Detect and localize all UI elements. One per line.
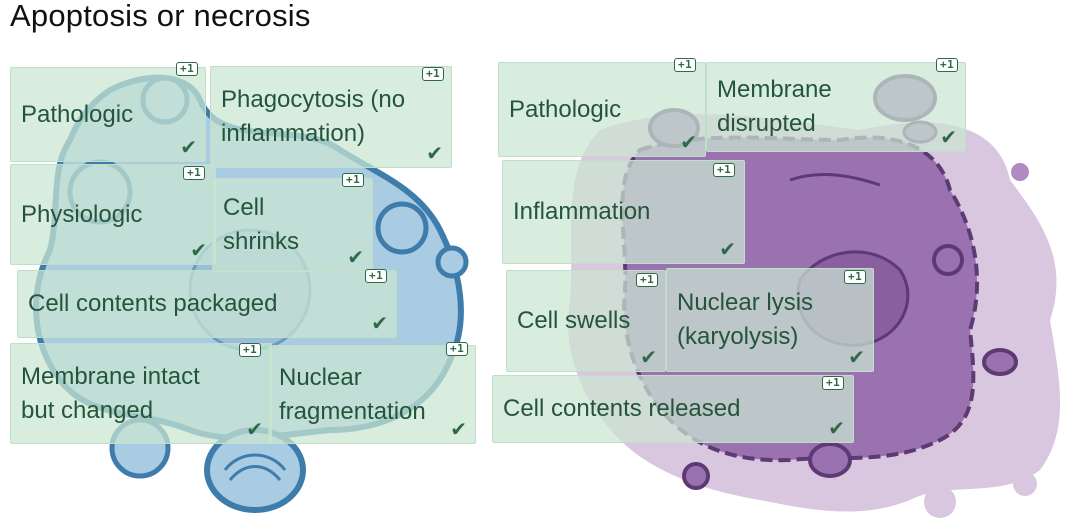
- points-badge: +1: [239, 343, 262, 357]
- label-text: Inflammation: [513, 198, 651, 225]
- check-icon: ✔: [640, 347, 657, 369]
- label-physiologic[interactable]: Physiologic ✔: [10, 164, 216, 265]
- label-text: Cell swells: [517, 307, 631, 334]
- label-pathologic-necrosis[interactable]: Pathologic ✔: [498, 62, 706, 157]
- check-icon: ✔: [940, 127, 957, 149]
- points-badge: +1: [422, 67, 445, 81]
- check-icon: ✔: [426, 143, 443, 165]
- points-badge: +1: [183, 166, 206, 180]
- label-phagocytosis[interactable]: Phagocytosis (no inflammation) ✔: [210, 66, 452, 168]
- check-icon: ✔: [680, 132, 697, 154]
- label-text: Cell contents packaged: [28, 290, 278, 317]
- label-text: Cell contents released: [503, 395, 741, 422]
- label-text: Membrane intact but changed: [21, 362, 200, 424]
- label-cell-shrinks[interactable]: Cell shrinks ✔: [212, 178, 373, 272]
- points-badge: +1: [844, 270, 867, 284]
- points-badge: +1: [822, 376, 845, 390]
- label-text: Nuclear lysis (karyolysis): [677, 289, 814, 350]
- points-badge: +1: [176, 62, 199, 76]
- page-title: Apoptosis or necrosis: [10, 0, 311, 33]
- check-icon: ✔: [848, 347, 865, 369]
- points-badge: +1: [936, 58, 959, 72]
- label-text: Membrane disrupted: [717, 76, 832, 137]
- check-icon: ✔: [828, 418, 845, 440]
- points-badge: +1: [342, 173, 365, 187]
- label-text: Pathologic: [21, 100, 134, 128]
- check-icon: ✔: [719, 239, 736, 261]
- label-cell-contents-packaged[interactable]: Cell contents packaged ✔: [17, 270, 397, 338]
- label-cell-swells[interactable]: Cell swells ✔: [506, 270, 666, 372]
- points-badge: +1: [674, 58, 697, 72]
- label-pathologic-apoptosis[interactable]: Pathologic ✔: [10, 67, 206, 162]
- label-text: Physiologic: [21, 200, 143, 228]
- label-nuclear-lysis[interactable]: Nuclear lysis (karyolysis) ✔: [666, 268, 874, 372]
- label-text: Nuclear fragmentation: [279, 363, 426, 425]
- label-membrane-disrupted[interactable]: Membrane disrupted ✔: [706, 62, 966, 152]
- check-icon: ✔: [450, 419, 467, 441]
- label-text: Phagocytosis (no inflammation): [221, 86, 406, 147]
- label-text: Cell shrinks: [223, 194, 300, 255]
- label-text: Pathologic: [509, 95, 622, 123]
- check-icon: ✔: [190, 240, 207, 262]
- points-badge: +1: [636, 273, 659, 287]
- label-cell-contents-released[interactable]: Cell contents released ✔: [492, 375, 854, 443]
- points-badge: +1: [713, 163, 736, 177]
- check-icon: ✔: [347, 247, 364, 269]
- label-inflammation[interactable]: Inflammation ✔: [502, 160, 745, 264]
- label-nuclear-fragmentation[interactable]: Nuclear fragmentation ✔: [268, 345, 476, 444]
- check-icon: ✔: [371, 313, 388, 335]
- points-badge: +1: [446, 342, 469, 356]
- check-icon: ✔: [246, 419, 263, 441]
- label-membrane-intact[interactable]: Membrane intact but changed ✔: [10, 343, 272, 444]
- points-badge: +1: [365, 269, 388, 283]
- check-icon: ✔: [180, 137, 197, 159]
